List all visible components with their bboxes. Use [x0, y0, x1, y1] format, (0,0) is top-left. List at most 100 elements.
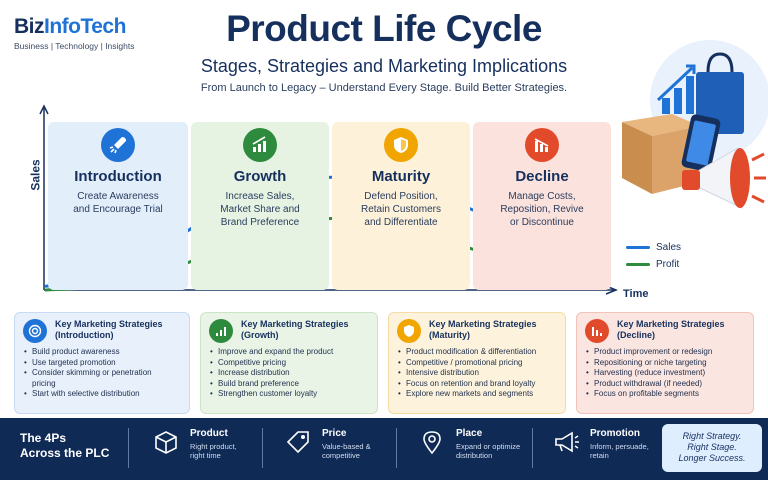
p-desc: Expand or optimize	[456, 442, 521, 451]
rocket-icon	[101, 128, 135, 162]
stage-name: Introduction	[74, 168, 162, 185]
strategy-list: Build product awareness Use targeted pro…	[23, 347, 181, 400]
list-item: Product modification & differentiation	[397, 347, 557, 358]
legend-swatch	[626, 246, 650, 249]
p-name: Place	[456, 428, 483, 439]
growth-chart-icon	[209, 319, 233, 343]
decline-chart-icon	[525, 128, 559, 162]
card-heading-line: Key Marketing Strategies	[241, 319, 349, 329]
stage-description: Manage Costs, Reposition, Revive or Disc…	[473, 190, 611, 229]
stage-desc-line: and Encourage Trial	[73, 204, 163, 215]
logo: BizInfoTech Business | Technology | Insi…	[14, 16, 135, 52]
strategy-list: Improve and expand the product Competiti…	[209, 347, 369, 400]
logo-tagline: Business | Technology | Insights	[14, 41, 135, 51]
card-heading: Key Marketing Strategies(Introduction)	[55, 319, 163, 341]
p-name: Promotion	[590, 428, 640, 439]
divider	[396, 428, 397, 468]
legend-swatch	[626, 263, 650, 266]
list-item: Product withdrawal (if needed)	[585, 379, 745, 390]
stage-desc-line: Reposition, Revive	[500, 204, 584, 215]
illustration	[600, 30, 768, 230]
strategy-card-maturity: Key Marketing Strategies(Maturity) Produ…	[388, 312, 566, 414]
p-desc: Value-based &	[322, 442, 371, 451]
list-item: Harvesting (reduce investment)	[585, 368, 745, 379]
stage-description: Increase Sales, Market Share and Brand P…	[191, 190, 329, 229]
stage-desc-line: or Discontinue	[510, 217, 574, 228]
list-item: Start with selective distribution	[23, 389, 181, 400]
divider	[262, 428, 263, 468]
list-item: Focus on profitable segments	[585, 389, 745, 400]
legend-item-sales: Sales	[626, 242, 681, 253]
strategy-card-growth: Key Marketing Strategies(Growth) Improve…	[200, 312, 378, 414]
p-name: Product	[190, 428, 228, 439]
stage-desc-line: Defend Position,	[364, 191, 438, 202]
stage-name: Maturity	[371, 168, 431, 185]
p-desc: Right product,	[190, 442, 237, 451]
list-item: Focus on retention and brand loyalty	[397, 379, 557, 390]
four-ps-title-line: Across the PLC	[20, 446, 110, 460]
shield-icon	[384, 128, 418, 162]
stage-desc-line: Market Share and	[220, 204, 300, 215]
p-desc: distribution	[456, 451, 493, 460]
stage-desc-line: Increase Sales,	[225, 191, 295, 202]
stage-introduction: Introduction Create Awareness and Encour…	[48, 122, 188, 290]
chart-legend: Sales Profit	[626, 242, 681, 276]
list-item: Competitive / promotional pricing	[397, 358, 557, 369]
stage-desc-line: Brand Preference	[220, 217, 300, 228]
logo-wordmark: BizInfoTech	[14, 16, 135, 38]
p-desc: right time	[190, 451, 221, 460]
y-axis-label: Sales	[28, 159, 43, 191]
slogan-line: Right Stage.	[687, 442, 737, 452]
list-item: Intensive distribution	[397, 368, 557, 379]
list-item: Use targeted promotion	[23, 358, 181, 369]
stage-maturity: Maturity Defend Position, Retain Custome…	[332, 122, 470, 290]
stage-description: Defend Position, Retain Customers and Di…	[332, 190, 470, 229]
list-item: Improve and expand the product	[209, 347, 369, 358]
stage-description: Create Awareness and Encourage Trial	[48, 190, 188, 216]
p-desc: retain	[590, 451, 609, 460]
list-item: Increase distribution	[209, 368, 369, 379]
divider	[128, 428, 129, 468]
target-icon	[23, 319, 47, 343]
card-heading-line: Key Marketing Strategies	[429, 319, 537, 329]
stage-desc-line: and Differentiate	[364, 217, 438, 228]
location-pin-icon	[423, 431, 441, 455]
y-axis-arrow	[39, 104, 49, 115]
list-item: Explore new markets and segments	[397, 389, 557, 400]
strategy-list: Product modification & differentiation C…	[397, 347, 557, 400]
logo-part1: Biz	[14, 15, 45, 38]
strategy-card-decline: Key Marketing Strategies(Decline) Produc…	[576, 312, 754, 414]
four-ps-title-line: The 4Ps	[20, 431, 67, 445]
list-item: pricing	[32, 378, 56, 388]
card-heading-line: (Maturity)	[429, 330, 470, 340]
stage-growth: Growth Increase Sales, Market Share and …	[191, 122, 329, 290]
page-subtitle: Stages, Strategies and Marketing Implica…	[200, 56, 568, 76]
card-heading-line: (Decline)	[617, 330, 656, 340]
p-name: Price	[322, 428, 347, 439]
strategy-card-introduction: Key Marketing Strategies(Introduction) B…	[14, 312, 190, 414]
list-item: Build product awareness	[23, 347, 181, 358]
stage-desc-line: Manage Costs,	[508, 191, 576, 202]
shield-icon	[397, 319, 421, 343]
card-heading-line: Key Marketing Strategies	[617, 319, 725, 329]
list-item: Consider skimming or penetration	[23, 368, 181, 379]
price-tag-icon	[286, 431, 309, 454]
list-item: Product improvement or redesign	[585, 347, 745, 358]
slogan-line: Right Strategy.	[682, 431, 742, 441]
card-heading: Key Marketing Strategies(Growth)	[241, 319, 349, 341]
shopping-illustration-icon	[622, 40, 768, 209]
megaphone-icon	[555, 431, 579, 453]
strategy-list: Product improvement or redesign Repositi…	[585, 347, 745, 400]
card-heading: Key Marketing Strategies(Decline)	[617, 319, 725, 341]
card-heading: Key Marketing Strategies(Maturity)	[429, 319, 537, 341]
logo-part2: InfoTech	[44, 15, 126, 38]
card-heading-line: (Introduction)	[55, 330, 114, 340]
list-item: Strengthen customer loyalty	[209, 389, 369, 400]
p-desc: Inform, persuade,	[590, 442, 649, 451]
page-tagline: From Launch to Legacy – Understand Every…	[200, 82, 568, 94]
legend-label: Profit	[656, 259, 680, 270]
